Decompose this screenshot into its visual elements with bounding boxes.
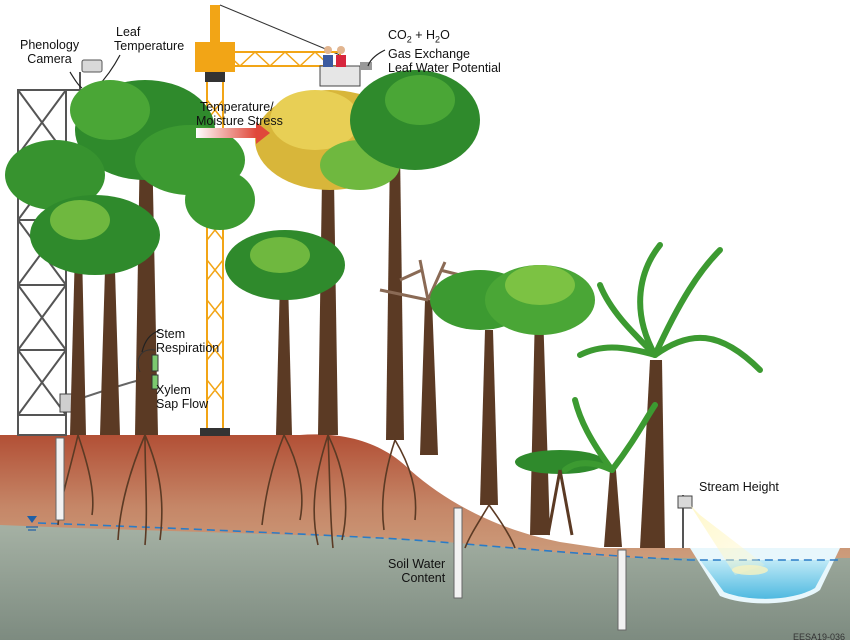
tree-canopies [5, 70, 595, 335]
water-table-line [37, 522, 840, 561]
temperature-stress-label-line1: Temperature/ [200, 100, 274, 114]
leaf-temperature-label-line2: Temperature [114, 39, 185, 53]
palm-fronds [562, 242, 763, 473]
phenology-camera-label-line2: Camera [27, 52, 72, 66]
groundwater-zone [0, 525, 850, 640]
stream-height-sensor-icon [677, 495, 693, 548]
figure-id-label: EESA19-036 [793, 630, 845, 644]
soil-water-content-label-line2: Content [401, 571, 446, 585]
water-table-marker-icon [27, 516, 37, 523]
leaf-temperature-label: Leaf Temperature [114, 25, 184, 53]
sensor-beam [690, 505, 765, 575]
leaf-temperature-label-line1: Leaf [116, 25, 141, 39]
crane-cab [195, 42, 235, 72]
crane-basket [319, 46, 372, 87]
leaf-water-potential-label: Leaf Water Potential [388, 60, 501, 75]
soil-water-content-label-line1: Soil Water [388, 557, 446, 571]
stem-respiration-label-line1: Stem [156, 327, 186, 341]
xylem-sap-flow-label: Xylem Sap Flow [156, 383, 208, 411]
phenology-camera-label-line1: Phenology [20, 38, 80, 52]
stress-arrow [196, 128, 256, 138]
stream-height-label: Stream Height [699, 480, 779, 494]
stream-height-label-text: Stream Height [699, 480, 779, 494]
phenology-camera-label: Phenology Camera [20, 38, 79, 66]
stem-sensor-icon [137, 349, 159, 390]
soil-water-content-label: Soil Water Content [388, 557, 445, 585]
xylem-sap-flow-label-line2: Sap Flow [156, 397, 209, 411]
gas-exchange-label: Gas Exchange [388, 46, 470, 61]
acacia-canopy [515, 450, 605, 474]
temperature-stress-label-line2: Moisture Stress [196, 114, 283, 128]
soil-probes [55, 437, 627, 631]
co2-h2o-label: CO2 + H2O Gas Exchange Leaf Water Potent… [388, 28, 501, 75]
xylem-sap-flow-label-line1: Xylem [156, 383, 191, 397]
stem-respiration-label-line2: Respiration [156, 341, 220, 355]
dead-tree [379, 259, 461, 302]
figure-id-text: EESA19-036 [793, 632, 846, 642]
co2-h2o-formula: CO2 + H2O [388, 28, 450, 45]
temperature-stress-label: Temperature/ Moisture Stress [196, 100, 283, 128]
stem-respiration-label: Stem Respiration [156, 327, 219, 355]
